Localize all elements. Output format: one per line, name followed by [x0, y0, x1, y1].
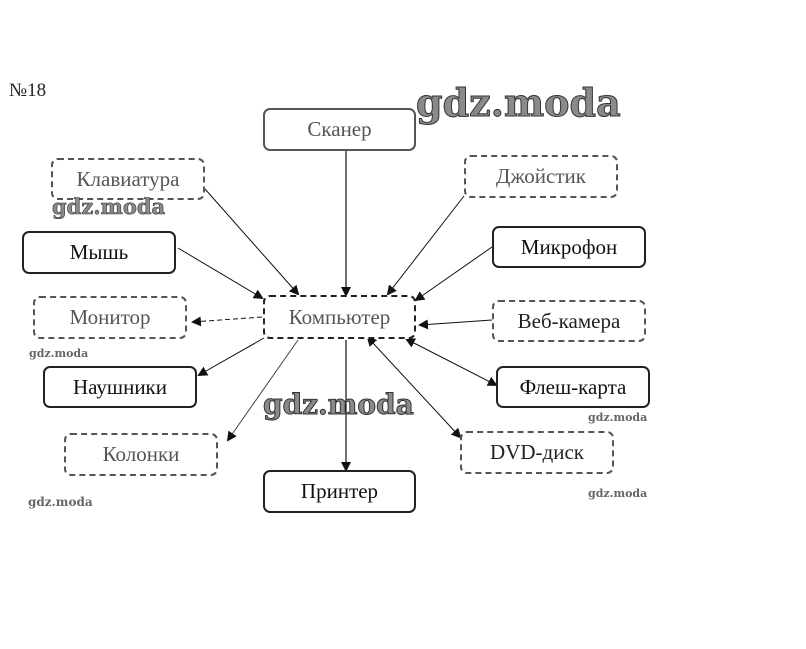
link-flash-card [404, 338, 498, 386]
link-webcam [418, 319, 493, 330]
node-dvd-disc: DVD-диск [460, 431, 614, 474]
watermark: gdz.moda [588, 411, 648, 424]
watermark: gdz.moda [263, 388, 415, 422]
watermark: gdz.moda [28, 495, 93, 509]
link-headphones [197, 337, 265, 376]
watermark: gdz.moda [588, 487, 648, 500]
link-microphone [414, 246, 493, 302]
watermark: gdz.moda [52, 194, 166, 220]
node-joystick: Джойстик [464, 155, 618, 198]
node-mouse: Мышь [22, 231, 176, 274]
node-scanner: Сканер [263, 108, 416, 151]
node-headphones: Наушники [43, 366, 197, 408]
node-printer: Принтер [263, 470, 416, 513]
node-flash-card: Флеш-карта [496, 366, 650, 408]
link-joystick [386, 195, 465, 296]
node-microphone: Микрофон [492, 226, 646, 268]
watermark: gdz.moda [416, 80, 622, 126]
node-keyboard: Клавиатура [51, 158, 205, 200]
link-dvd-disc [366, 336, 462, 439]
link-speakers [226, 339, 299, 442]
task-number: №18 [9, 80, 47, 101]
node-webcam: Веб-камера [492, 300, 646, 342]
link-monitor [191, 316, 263, 327]
link-keyboard [204, 188, 300, 296]
node-monitor: Монитор [33, 296, 187, 339]
node-speakers: Колонки [64, 433, 218, 476]
node-computer: Компьютер [263, 295, 416, 339]
watermark: gdz.moda [29, 347, 89, 360]
link-mouse [177, 247, 264, 300]
